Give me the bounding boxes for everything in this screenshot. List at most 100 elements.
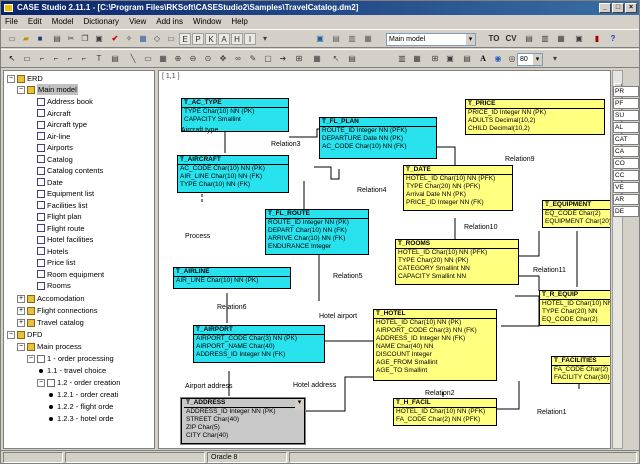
entity-attribute-row[interactable]: CAPACITY Smallint NN (398, 273, 467, 280)
line-relation4[interactable] (314, 166, 340, 180)
table-icon[interactable]: ▤ (348, 54, 356, 63)
entity-attribute-row[interactable]: EQUIPMENT Char(20) (545, 218, 611, 225)
tree-item-entity[interactable]: Facilities list (37, 200, 87, 211)
entity-attribute-row[interactable]: HOTEL_ID Char(10) NN (PFK) (396, 408, 486, 415)
entity-t-fl-route[interactable]: T_FL_ROUTE ROUTE_ID Integer NN (PK)DEPAR… (265, 209, 369, 255)
snap-icon[interactable]: ⊞ (431, 54, 439, 63)
tree-item-travel-choice[interactable]: 1.1 - travel choice (37, 365, 106, 376)
expand-icon[interactable]: + (17, 294, 25, 303)
entity-attribute-row[interactable]: ROUTE_ID Integer NN (PFK) (322, 127, 407, 134)
entity-attribute-row[interactable]: ARRIVE Char(10) NN (FK) (268, 235, 346, 242)
tree-item-entity[interactable]: Room equipment (37, 269, 104, 280)
new-icon[interactable]: ▭ (8, 34, 16, 43)
entity-t-aircraft[interactable]: T_AIRCRAFT AC_CODE Char(10) NN (PK)AIR_L… (177, 155, 289, 193)
line-relation-equip[interactable] (501, 295, 540, 327)
entity-attribute-row[interactable]: HOTEL_ID Char(10) NN (PK) (376, 319, 462, 326)
pages-icon[interactable]: ▭ (167, 34, 175, 43)
entity-attribute-row[interactable]: FA_CODE Char(2) (554, 366, 609, 373)
note-icon[interactable]: ▤ (111, 54, 119, 63)
entity-t-fl-plan[interactable]: T_FL_PLAN ROUTE_ID Integer NN (PFK)DEPAR… (319, 117, 437, 159)
tree-item-entity[interactable]: Equipment list (37, 188, 94, 199)
compare-icon[interactable]: ▦ (557, 34, 565, 43)
entity-attribute-row[interactable]: DEPARTURE Date NN (PK) (322, 135, 404, 142)
align-icon[interactable]: ▦ (364, 34, 372, 43)
right-panel-item[interactable]: CC (613, 170, 639, 181)
diagram-canvas[interactable]: [ 1,1 ] (158, 70, 611, 449)
arrow-icon[interactable]: ➔ (279, 54, 287, 63)
entity-t-hotel[interactable]: T_HOTEL HOTEL_ID Char(10) NN (PK)AIRPORT… (373, 309, 497, 381)
entity-attribute-row[interactable]: ROUTE_ID Integer NN (PK) (268, 219, 349, 226)
entity-attribute-row[interactable]: CAPACITY Smallint (184, 116, 241, 123)
relation-3-icon[interactable]: ⌐ (67, 54, 73, 63)
zoom-in-icon[interactable]: ⊕ (174, 54, 182, 63)
entity-t-equipment[interactable]: T_EQUIPMENT EQ_CODE Char(2)EQUIPMENT Cha… (542, 200, 611, 228)
tool-k-button[interactable]: K (205, 33, 217, 45)
entity-attribute-row[interactable]: TYPE Char(20) NN (542, 308, 598, 315)
collapse-icon[interactable]: − (27, 354, 35, 363)
tree-item-entity[interactable]: Flight route (37, 223, 85, 234)
layout-icon[interactable]: ▥ (348, 34, 356, 43)
toolbar-options-icon[interactable]: ▾ (552, 54, 557, 63)
entity-attribute-row[interactable]: AIR_LINE Char(10) NN (FK) (180, 173, 262, 180)
save-icon[interactable]: ■ (37, 34, 43, 43)
magic-icon[interactable]: ✧ (125, 34, 133, 43)
eraser-icon[interactable]: ◇ (153, 34, 161, 43)
relation-icon[interactable]: ⌐ (39, 54, 45, 63)
entity-attribute-row[interactable]: STREET Char(40) (186, 416, 239, 423)
zoom-fit-icon[interactable]: ⊙ (204, 54, 212, 63)
options-icon[interactable]: ▾ (262, 34, 267, 43)
tree-item-entity[interactable]: Hotel facilities (37, 234, 93, 245)
entity-t-airline[interactable]: T_AIRLINE AIR_LINE Char(10) NN (PK) (173, 267, 291, 289)
entity-t-address[interactable]: T_ADDRESS ADDRESS_ID Integer NN (PK)STRE… (181, 398, 305, 444)
frame-icon[interactable]: ▢ (264, 54, 272, 63)
entity-attribute-row[interactable]: AC_CODE Char(10) NN (FK) (322, 143, 407, 150)
close-button[interactable]: × (625, 3, 637, 13)
tree-item-order-creati[interactable]: 1.2.1 - order creati (47, 389, 118, 400)
line-icon[interactable]: ╲ (130, 54, 136, 63)
cut-icon[interactable]: ✂ (67, 34, 75, 43)
menu-window[interactable]: Window (192, 17, 222, 26)
right-panel-item[interactable]: AL (613, 122, 639, 133)
cv-button[interactable]: CV (505, 34, 517, 43)
entity-attribute-row[interactable]: FA_CODE Char(2) NN (PFK) (396, 416, 481, 423)
tree-item-entity[interactable]: Hotels (37, 246, 68, 257)
tree-item-order-processing[interactable]: −1 - order processing (27, 354, 114, 363)
tree-item-entity[interactable]: Rooms (37, 280, 71, 291)
import-icon[interactable]: ▤ (525, 34, 533, 43)
tree-item-flight-orde[interactable]: 1.2.2 - flight orde (47, 401, 113, 412)
right-panel-item[interactable]: CA (613, 146, 639, 157)
entity-attribute-row[interactable]: AIRPORT_NAME Char(40) (196, 343, 275, 350)
open-icon[interactable]: ▰ (22, 34, 30, 43)
tree-item-entity[interactable]: Catalog (37, 154, 73, 165)
tool-a-button[interactable]: A (218, 33, 230, 45)
right-panel-item[interactable]: PR (613, 86, 639, 97)
entity-attribute-row[interactable]: TYPE Char(10) NN (PK) (184, 108, 255, 115)
entity-t-price[interactable]: T_PRICE PRICE_ID Integer NN (PK)ADULTS D… (465, 99, 605, 135)
pan-icon[interactable]: ✥ (219, 54, 227, 63)
tree-item-entity[interactable]: Price list (37, 257, 75, 268)
line-relation1[interactable] (497, 381, 520, 410)
tree-item-flight-connections[interactable]: +Flight connections (17, 306, 98, 315)
entity-attribute-row[interactable]: DEPART Char(10) NN (FK) (268, 227, 347, 234)
entity-attribute-row[interactable]: CATEGORY Smallint NN (398, 265, 470, 272)
entity-attribute-row[interactable]: ADDRESS_ID Integer NN (FK) (196, 351, 286, 358)
entity-attribute-row[interactable]: TYPE Char(20) NN (PFK) (406, 183, 481, 190)
image-icon[interactable]: ▦ (159, 54, 167, 63)
entity-attribute-row[interactable]: CITY Char(40) (186, 432, 229, 439)
tree-item-entity[interactable]: Airports (37, 142, 73, 153)
cursor-icon[interactable]: ↖ (332, 54, 340, 63)
right-panel-item[interactable]: DE (613, 206, 639, 217)
model-select[interactable]: Main model (386, 33, 476, 46)
right-panel-item[interactable]: VE (613, 182, 639, 193)
collapse-icon[interactable]: − (37, 378, 45, 387)
tree-item-dfd[interactable]: −DFD (7, 330, 43, 339)
fill-icon[interactable]: ▤ (463, 54, 471, 63)
to-button[interactable]: TO (488, 34, 500, 43)
tool-i-button[interactable]: I (244, 33, 256, 45)
paste-icon[interactable]: ▣ (95, 34, 103, 43)
tool-e-button[interactable]: E (179, 33, 191, 45)
entity-view-icon[interactable]: ▣ (316, 34, 324, 43)
tree-item-entity[interactable]: Flight plan (37, 211, 82, 222)
entity-t-facilities[interactable]: T_FACILITIES FA_CODE Char(2)FACILITY Cha… (551, 356, 610, 384)
tree-item-entity[interactable]: Address book (37, 96, 93, 107)
